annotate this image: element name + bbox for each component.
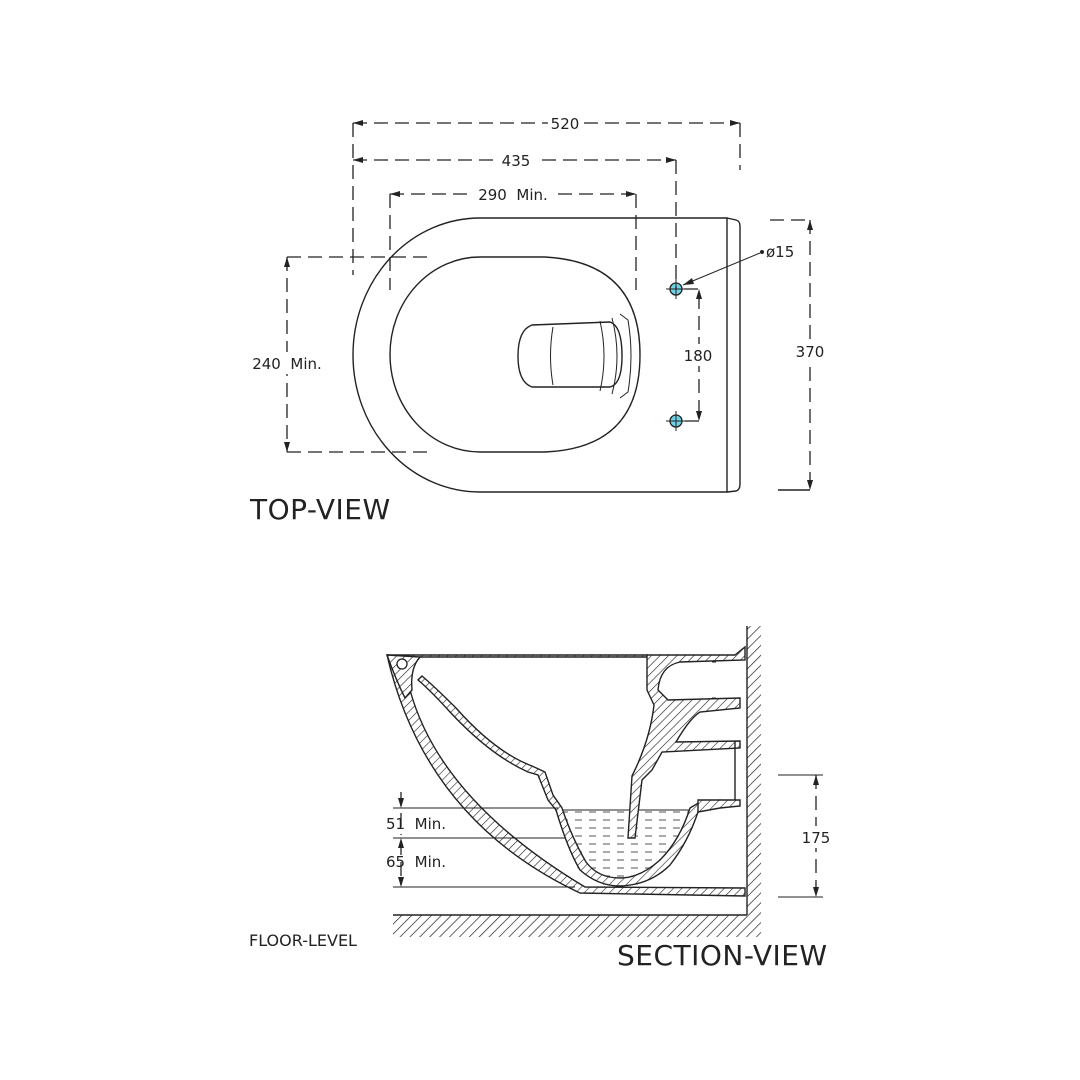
dim-435: 435 [502,152,531,170]
outlet-inner [550,326,554,386]
dim-51-min: 51 Min. [386,815,446,833]
outlet-pipe [697,799,741,813]
dim-520: 520 [551,115,580,133]
top-view: 520 435 290 Min. 240 Min. 180 370 [246,113,829,526]
bowl-outline [352,217,728,493]
dim-175: 175 [802,829,831,847]
wall [747,626,761,926]
dim-290-min: 290 Min. [478,186,548,204]
rim [385,654,422,700]
back-plate [726,217,741,493]
dim-180: 180 [684,347,713,365]
dim-hole-diameter: ø15 [766,243,794,261]
flush-inlet [627,645,746,839]
bowl-opening [389,256,641,453]
outlet-shape [517,321,623,388]
outlet-rim [599,313,632,399]
top-view-label: TOP-VIEW [249,493,391,526]
dim-370: 370 [796,343,825,361]
dim-65-min: 65 Min. [386,853,446,871]
floor [393,915,761,937]
dim-240-min: 240 Min. [252,355,322,373]
floor-level-label: FLOOR-LEVEL [249,931,357,950]
rim-flush-hole [396,658,408,670]
section-view-label: SECTION-VIEW [617,939,828,972]
section-view: 51 Min. 65 Min. 175 FLOOR-LEVEL SECTION-… [249,626,834,972]
